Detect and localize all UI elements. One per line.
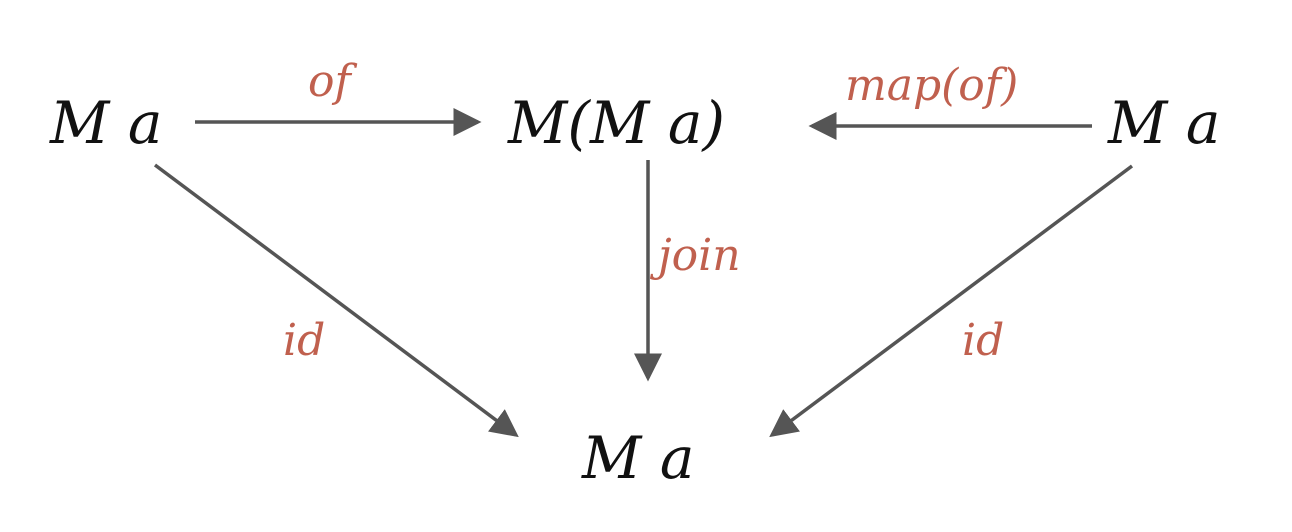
node-left: M a [49,89,162,157]
label-map-of: map(of) [845,60,1018,111]
node-right: M a [1107,89,1220,157]
label-join: join [649,230,741,281]
label-of: of [308,56,357,107]
arrow-id-right [769,164,1134,438]
node-bottom: M a [581,424,694,492]
label-id-left: id [283,315,325,366]
node-center: M(M a) [507,89,725,157]
arrow-id-left [153,163,519,438]
label-id-right: id [962,315,1004,366]
